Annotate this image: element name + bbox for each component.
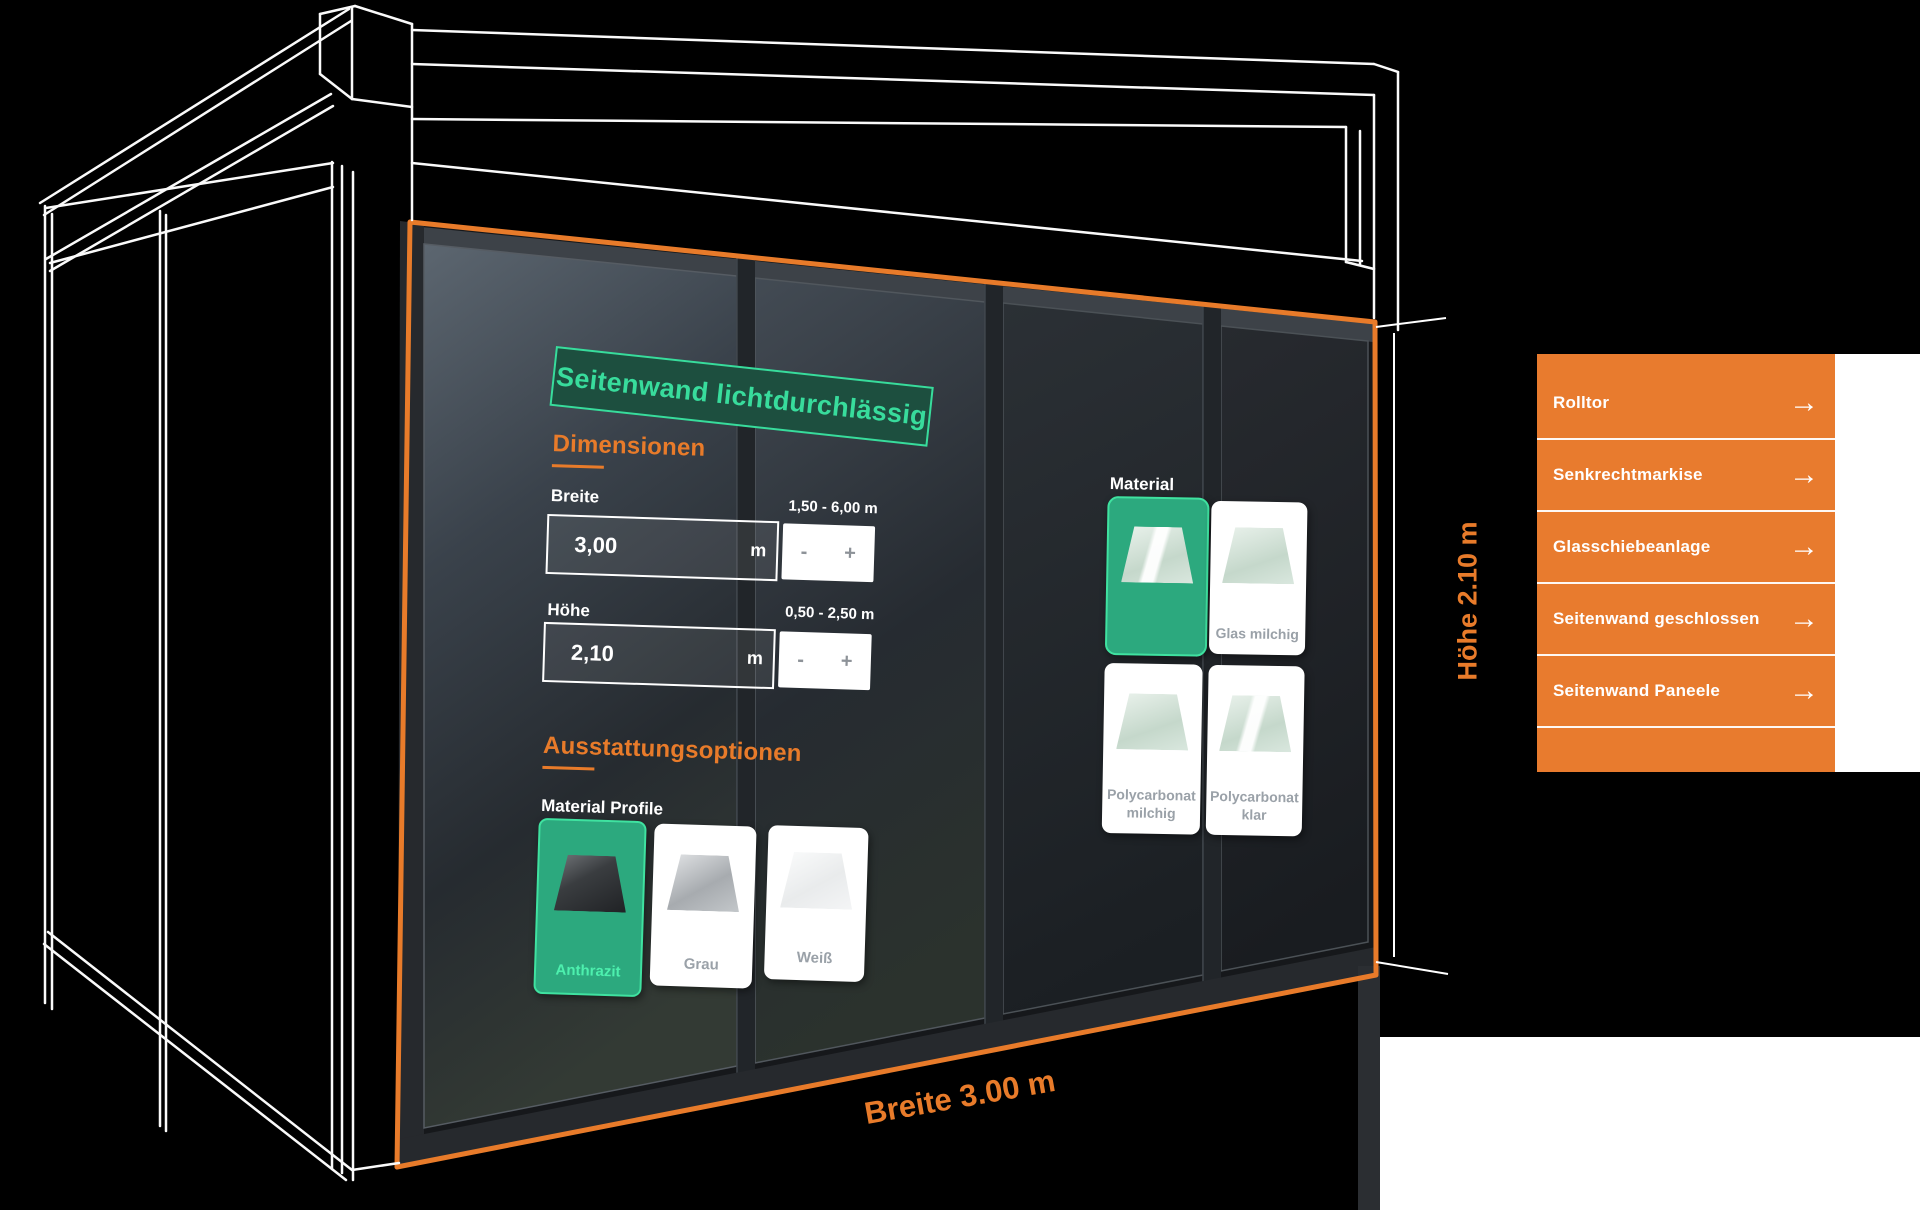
material-swatch-polycarbonat-milchig: [1116, 693, 1189, 750]
material-tile-label: Polycarbonat milchig: [1106, 786, 1196, 821]
material-tile-selected[interactable]: [1104, 495, 1210, 657]
profile-tile-anthrazit[interactable]: Anthrazit: [533, 817, 647, 998]
page-bg-right: [1835, 354, 1920, 772]
sidebar-item-seitenwand-geschlossen[interactable]: Seitenwand geschlossen →: [1537, 584, 1835, 656]
width-input[interactable]: 3,00 m: [545, 513, 780, 582]
material-swatch-glas-klar: [1121, 526, 1194, 583]
profile-swatch-grau: [667, 854, 741, 912]
profile-tile-grau[interactable]: Grau: [649, 823, 757, 989]
width-minus-icon[interactable]: -: [800, 540, 808, 564]
width-range: 1,50 - 6,00 m: [788, 497, 878, 518]
options-heading: Ausstattungsoptionen: [542, 731, 803, 768]
front-post: [1358, 966, 1380, 1210]
sidebar-menu: Rolltor → Senkrechtmarkise → Glasschiebe…: [1537, 354, 1835, 772]
pergola-wireframe: [38, 4, 1400, 1182]
options-underline: [542, 765, 595, 771]
height-value: 2,10: [570, 639, 615, 667]
profile-tile-label: Anthrazit: [555, 961, 621, 981]
height-label: Höhe: [547, 600, 591, 621]
height-measurement-label: Höhe 2.10 m: [1452, 521, 1483, 681]
width-label: Breite: [550, 486, 600, 507]
height-unit: m: [746, 647, 764, 669]
material-label: Material: [1109, 474, 1175, 495]
height-input[interactable]: 2,10 m: [542, 621, 776, 690]
dimensions-underline: [551, 464, 604, 469]
width-plus-icon[interactable]: +: [843, 542, 857, 565]
material-tile-polycarbonat-milchig[interactable]: Polycarbonat milchig: [1101, 662, 1203, 835]
material-panel: Material Glas milchig Polycarbonat milch…: [1101, 474, 1323, 868]
sidebar-item-label: Senkrechtmarkise: [1553, 465, 1703, 484]
material-swatch-polycarbonat-klar: [1219, 695, 1292, 752]
sidebar-footer: [1537, 728, 1835, 772]
profile-swatch-weiss: [780, 851, 854, 909]
sidebar-item-label: Rolltor: [1553, 393, 1610, 412]
dimensions-heading: Dimensionen: [552, 430, 706, 462]
material-tile-label: Polycarbonat klar: [1209, 787, 1299, 823]
width-unit: m: [750, 539, 767, 561]
height-measure-line: [1375, 317, 1449, 975]
sidebar-item-label: Glasschiebeanlage: [1553, 537, 1711, 556]
profile-swatch-anthrazit: [554, 854, 628, 912]
profile-tile-label: Grau: [683, 955, 720, 974]
material-tile-label: [1107, 641, 1205, 643]
wall-measure-outline: [394, 219, 1379, 1170]
height-stepper: - +: [778, 631, 872, 691]
height-minus-icon[interactable]: -: [796, 648, 805, 672]
material-tile-label: Glas milchig: [1215, 624, 1300, 642]
material-tile-glas-milchig[interactable]: Glas milchig: [1208, 500, 1308, 656]
glass-wall: [397, 221, 1376, 1167]
profile-tile-weiss[interactable]: Weiß: [763, 825, 869, 983]
config-panel: Dimensionen Breite 1,50 - 6,00 m 3,00 m …: [531, 430, 895, 1041]
sidebar-item-glasschiebeanlage[interactable]: Glasschiebeanlage →: [1537, 512, 1835, 584]
profile-tile-label: Weiß: [796, 949, 833, 968]
sidebar-item-label: Seitenwand Paneele: [1553, 681, 1721, 700]
material-tile-polycarbonat-klar[interactable]: Polycarbonat klar: [1205, 664, 1305, 837]
sidebar-item-senkrechtmarkise[interactable]: Senkrechtmarkise →: [1537, 440, 1835, 512]
height-range: 0,50 - 2,50 m: [784, 603, 875, 624]
width-stepper: - +: [781, 523, 876, 583]
height-plus-icon[interactable]: +: [840, 650, 853, 673]
profile-label: Material Profile: [540, 795, 664, 819]
width-value: 3,00: [574, 531, 618, 559]
sidebar-item-seitenwand-paneele[interactable]: Seitenwand Paneele →: [1537, 656, 1835, 728]
sidebar-item-label: Seitenwand geschlossen: [1553, 609, 1760, 628]
sidebar-item-rolltor[interactable]: Rolltor →: [1537, 368, 1835, 440]
material-swatch-glas-milchig: [1222, 527, 1295, 584]
page-bg-bottom-right: [1378, 1037, 1920, 1210]
